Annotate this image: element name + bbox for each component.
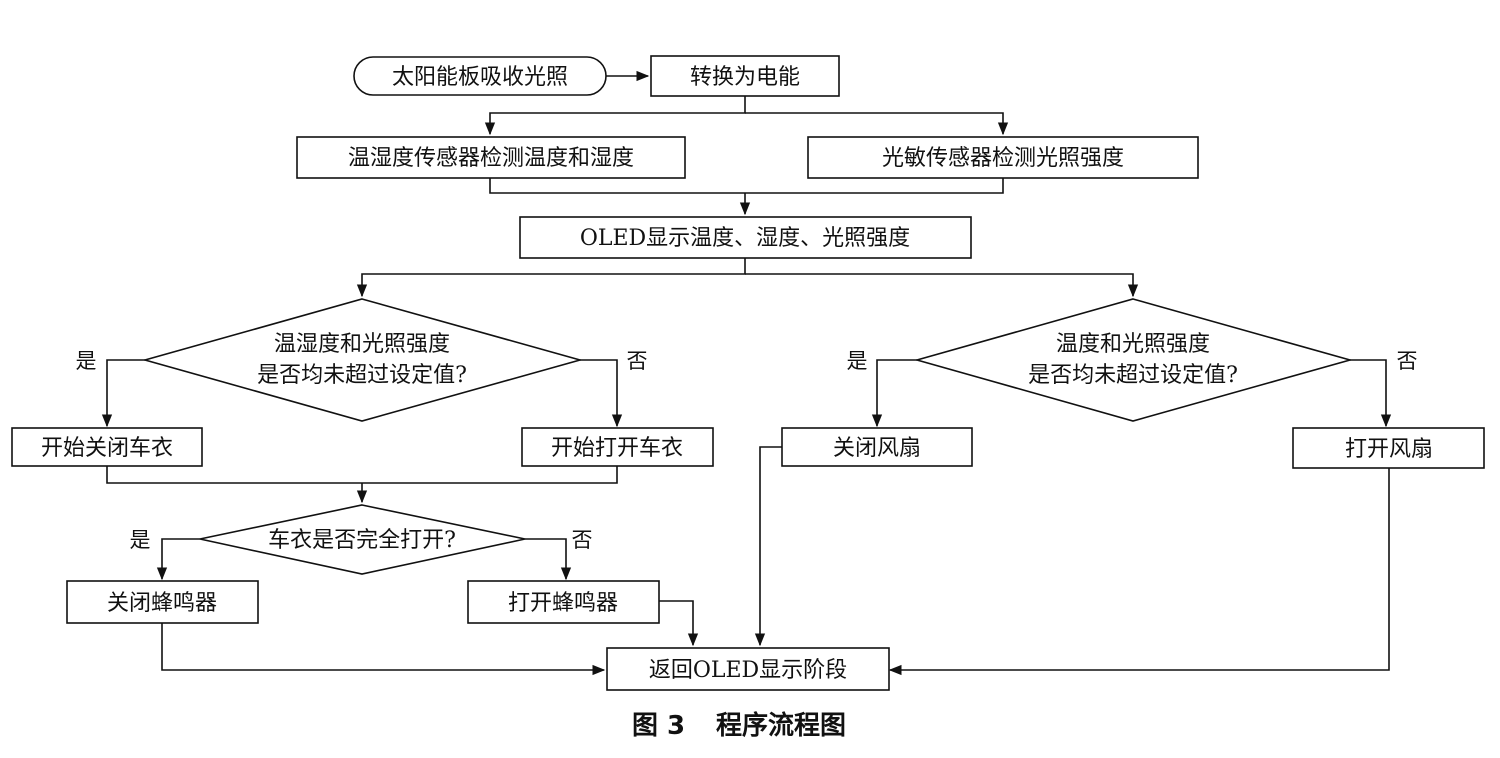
decision-temp-humidity-light: 温湿度和光照强度 是否均未超过设定值?	[142, 298, 583, 422]
open-fan-label: 打开风扇	[1345, 437, 1433, 462]
decision-right-line2: 是否均未超过设定值?	[1028, 363, 1238, 388]
connector-oled-to-left-decision	[356, 258, 746, 298]
decision-right-line1: 温度和光照强度	[1056, 332, 1210, 357]
oled-display-box: OLED显示温度、湿度、光照强度	[519, 216, 972, 259]
connector-sensors-merge	[489, 178, 1004, 194]
close-fan-box: 关闭风扇	[781, 427, 973, 467]
decision-temp-light: 温度和光照强度 是否均未超过设定值?	[914, 298, 1353, 422]
oled-display-label: OLED显示温度、湿度、光照强度	[580, 226, 910, 251]
decision-cover-label: 车衣是否完全打开?	[268, 528, 456, 553]
temp-humidity-sensor-label: 温湿度传感器检测温度和湿度	[348, 146, 634, 171]
connector-convert-to-temp-sensor	[484, 96, 746, 136]
left-no-label: 否	[627, 349, 648, 373]
close-cover-label: 开始关闭车衣	[41, 436, 173, 461]
light-sensor-box: 光敏传感器检测光照强度	[807, 136, 1199, 179]
light-sensor-label: 光敏传感器检测光照强度	[882, 146, 1124, 171]
close-buzzer-label: 关闭蜂鸣器	[107, 591, 217, 616]
connector-oled-to-right-decision	[745, 273, 1139, 298]
connector-open-buzzer-to-return	[659, 600, 699, 647]
decision-left-line2: 是否均未超过设定值?	[257, 363, 467, 388]
right-no-label: 否	[1397, 349, 1418, 373]
close-fan-label: 关闭风扇	[833, 436, 921, 461]
connector-close-buzzer-to-return	[161, 623, 606, 676]
connectors	[101, 70, 1392, 676]
decision-cover-open: 车衣是否完全打开?	[199, 504, 526, 575]
convert-label: 转换为电能	[690, 65, 800, 90]
connector-left-no	[580, 359, 623, 428]
start-terminator: 太阳能板吸收光照	[353, 56, 607, 96]
return-oled-box: 返回OLED显示阶段	[606, 647, 890, 691]
connector-cover-no	[525, 538, 572, 581]
connector-cover-merge	[106, 466, 618, 484]
connector-cover-yes	[156, 538, 200, 581]
connector-left-yes	[101, 359, 145, 428]
start-label: 太阳能板吸收光照	[392, 65, 568, 90]
open-buzzer-label: 打开蜂鸣器	[508, 591, 618, 616]
cover-no-label: 否	[572, 528, 593, 552]
connector-close-fan-to-return	[754, 446, 782, 647]
convert-box: 转换为电能	[650, 55, 840, 97]
close-buzzer-box: 关闭蜂鸣器	[66, 580, 259, 624]
connector-convert-to-light-sensor	[745, 112, 1009, 136]
connector-right-yes	[871, 359, 917, 428]
connector-open-fan-to-return	[888, 468, 1390, 676]
open-cover-box: 开始打开车衣	[521, 427, 714, 467]
connector-right-no	[1350, 359, 1392, 428]
cover-yes-label: 是	[130, 528, 151, 552]
figure-title: 程序流程图	[716, 710, 846, 741]
decision-left-line1: 温湿度和光照强度	[274, 332, 450, 357]
figure-number: 图 3	[632, 711, 685, 741]
temp-humidity-sensor-box: 温湿度传感器检测温度和湿度	[296, 136, 686, 179]
close-cover-box: 开始关闭车衣	[11, 427, 203, 467]
open-fan-box: 打开风扇	[1292, 427, 1485, 469]
left-yes-label: 是	[76, 349, 97, 373]
open-cover-label: 开始打开车衣	[551, 436, 683, 461]
return-oled-label: 返回OLED显示阶段	[649, 658, 847, 683]
open-buzzer-box: 打开蜂鸣器	[467, 580, 660, 624]
right-yes-label: 是	[847, 349, 868, 373]
